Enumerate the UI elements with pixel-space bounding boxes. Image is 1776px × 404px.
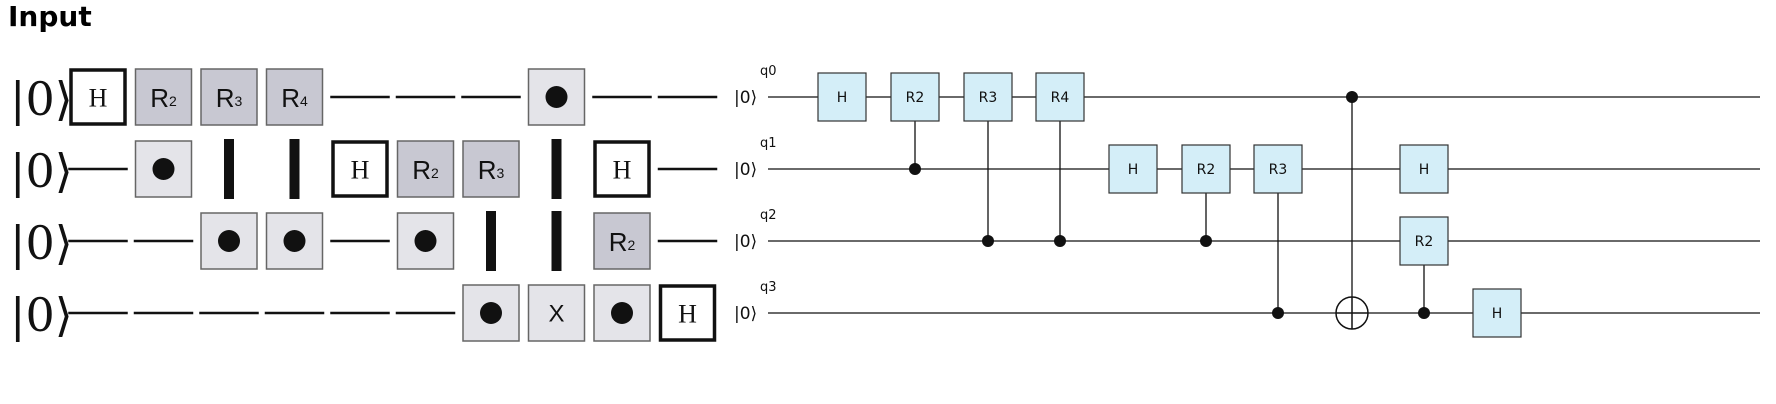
- control-dot: [1272, 307, 1284, 319]
- gate-label: R2: [412, 155, 439, 185]
- hadamard-gate: [593, 140, 651, 198]
- control-dot: [909, 163, 921, 175]
- ket-label: |0⟩: [10, 72, 73, 126]
- control-dot: [414, 230, 437, 252]
- control-dot: [1418, 307, 1430, 319]
- gate-label: H: [613, 156, 632, 185]
- gate-label: X: [548, 301, 564, 328]
- control-dot: [480, 302, 502, 324]
- control-link: [551, 211, 562, 271]
- control-dot: [982, 235, 994, 247]
- control-dot: [611, 302, 633, 324]
- control-dot: [152, 158, 175, 180]
- control-dot: [1200, 235, 1212, 247]
- gate-box: [1253, 144, 1303, 194]
- gate-label: R2: [150, 83, 177, 113]
- gate-label: H: [1419, 162, 1430, 178]
- rotation-gate: [134, 68, 193, 126]
- control-link: [486, 211, 496, 271]
- gate-box: [817, 72, 867, 122]
- control-link: [289, 139, 300, 199]
- rotation-gate: [462, 140, 520, 198]
- rotation-gate: [593, 212, 651, 270]
- page-title: Input: [8, 0, 92, 33]
- qubit-label: q3: [760, 280, 777, 295]
- gate-label: H: [837, 90, 848, 106]
- gate-label: R3: [216, 83, 243, 113]
- gate-label: H: [1128, 162, 1139, 178]
- ket-label: |0⟩: [734, 160, 757, 180]
- control-dot: [218, 230, 240, 252]
- qubit-label: q0: [760, 64, 777, 79]
- hadamard-gate: [69, 68, 127, 126]
- x-gate: [527, 284, 586, 342]
- rotation-gate: [396, 140, 455, 198]
- gate-box: [890, 72, 940, 122]
- gate-box: [1399, 144, 1449, 194]
- ket-label: |0⟩: [10, 288, 73, 342]
- qubit-label: q1: [760, 136, 777, 151]
- gate-box: [1472, 288, 1522, 338]
- gate-box: [963, 72, 1013, 122]
- ket-label: |0⟩: [734, 304, 757, 324]
- gate-label: R2: [609, 227, 636, 257]
- rotation-gate: [200, 68, 258, 126]
- ket-label: |0⟩: [10, 216, 73, 270]
- control-dot: [283, 230, 306, 252]
- gate-label: H: [89, 84, 108, 113]
- gate-label: H: [351, 156, 370, 185]
- control-dot: [1054, 235, 1066, 247]
- gate-label: R4: [281, 83, 308, 113]
- gate-label: R2: [906, 90, 925, 106]
- gate-box: [1181, 144, 1231, 194]
- control-dot: [545, 86, 568, 108]
- ket-label: |0⟩: [734, 232, 757, 252]
- hadamard-gate: [331, 140, 389, 198]
- rotation-gate: [265, 68, 324, 126]
- ket-label: |0⟩: [734, 88, 757, 108]
- gate-label: R3: [478, 155, 505, 185]
- gate-label: H: [1492, 306, 1503, 322]
- gate-box: [1035, 72, 1085, 122]
- hadamard-gate: [658, 284, 717, 342]
- control-dot: [1346, 91, 1358, 103]
- gate-label: R3: [979, 90, 998, 106]
- gate-label: R2: [1415, 234, 1434, 250]
- control-link: [551, 139, 562, 199]
- gate-box: [1399, 216, 1449, 266]
- gate-box: [1108, 144, 1158, 194]
- gate-label: H: [678, 300, 697, 329]
- control-link: [224, 139, 234, 199]
- gate-label: R2: [1197, 162, 1216, 178]
- gate-label: R4: [1051, 90, 1070, 106]
- qubit-label: q2: [760, 208, 777, 223]
- ket-label: |0⟩: [10, 144, 73, 198]
- gate-label: R3: [1269, 162, 1288, 178]
